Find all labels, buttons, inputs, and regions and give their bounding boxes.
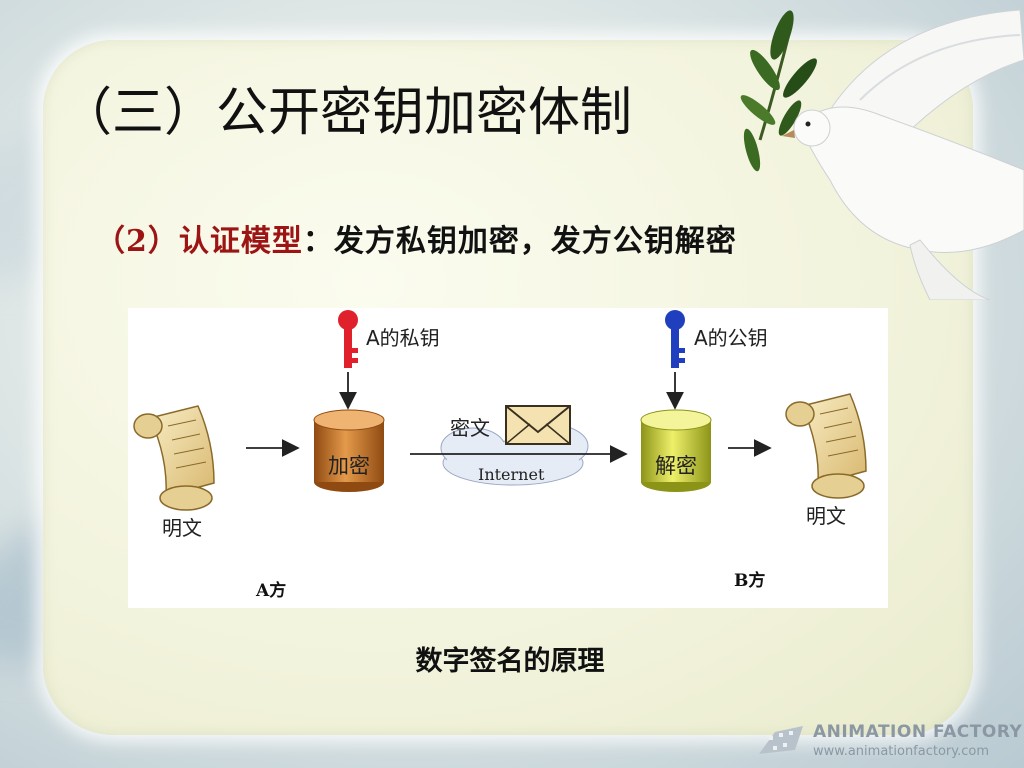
encrypt-cylinder-icon: [313, 409, 385, 492]
plaintext-scroll-left-icon: [133, 405, 215, 511]
internet-label: Internet: [478, 465, 545, 484]
diagram-graphics: [133, 310, 867, 511]
slide-title: （三）公开密钥加密体制: [60, 83, 633, 143]
watermark-brand: ANIMATION FACTORY: [813, 722, 1023, 742]
receiver-party-label: B方: [734, 571, 766, 591]
sender-party-label: A方: [256, 581, 287, 601]
encrypt-label: 加密: [328, 454, 370, 478]
ciphertext-label: 密文: [450, 416, 490, 440]
plaintext-scroll-right-icon: [785, 393, 867, 499]
public-key-icon: [665, 310, 685, 368]
subtitle-prefix: （2）认证模型: [95, 224, 303, 259]
figure-caption: 数字签名的原理: [415, 646, 605, 677]
private-key-icon: [338, 310, 358, 368]
private-key-label: A的私钥: [366, 326, 440, 350]
envelope-icon: [505, 405, 571, 445]
decrypt-label: 解密: [655, 454, 697, 478]
decrypt-cylinder-icon: [640, 409, 712, 492]
plaintext-right-label: 明文: [806, 504, 846, 528]
animation-factory-watermark: ANIMATION FACTORY www.animationfactory.c…: [755, 720, 1022, 764]
watermark-url: www.animationfactory.com: [813, 744, 990, 759]
plaintext-left-label: 明文: [162, 516, 202, 540]
film-strip-logo-icon: [759, 726, 803, 754]
public-key-label: A的公钥: [694, 326, 768, 350]
slide-subtitle: （2）认证模型：发方私钥加密，发方公钥解密: [95, 220, 915, 264]
digital-signature-diagram: A的私钥 A的公钥 加密 解密 密文 Internet 明文 明文 A方 B方: [128, 308, 888, 608]
dove-olive-branch-icon: [740, 9, 1024, 300]
subtitle-rest: ：发方私钥加密，发方公钥解密: [302, 224, 737, 259]
